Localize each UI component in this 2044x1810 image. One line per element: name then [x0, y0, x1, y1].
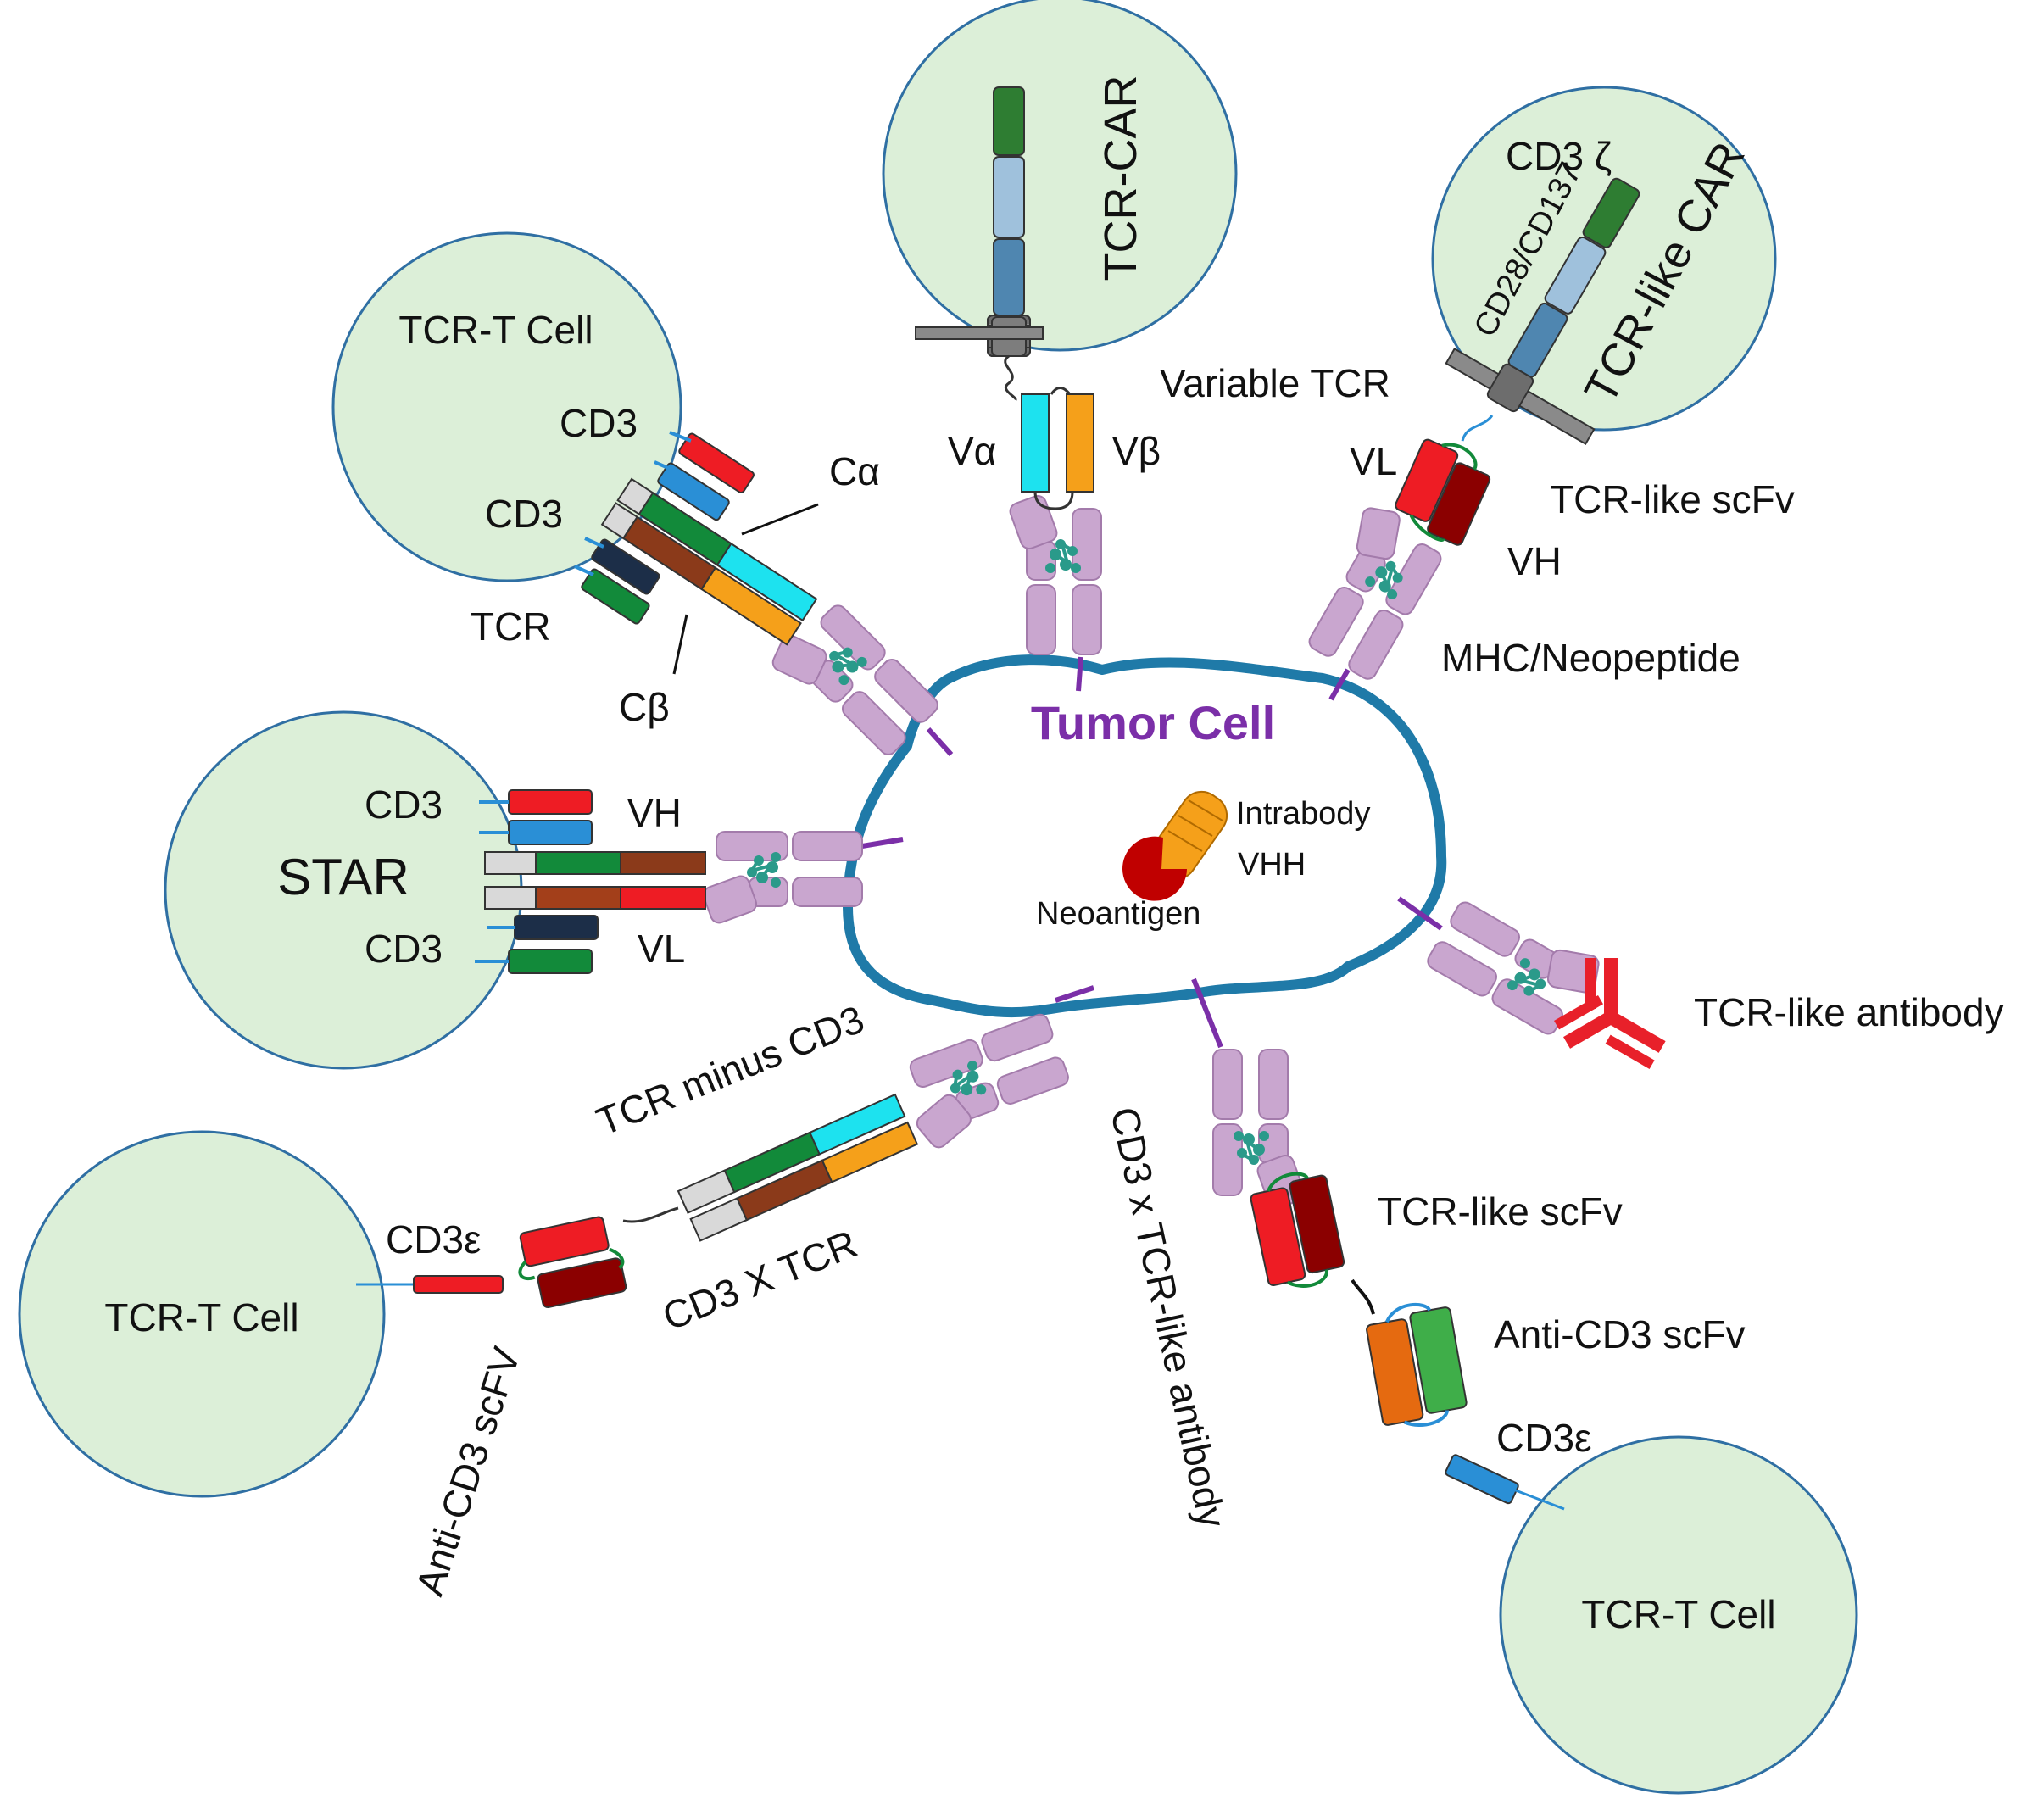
cd3-zeta-label: CD3 ζ — [1506, 134, 1612, 178]
star-receptor: CD3 CD3 VH VL — [365, 782, 706, 974]
mhc-complex-top-right — [1288, 493, 1454, 684]
star-label: STAR — [277, 849, 409, 905]
star-cell: STAR — [164, 710, 523, 1070]
intrabody-label: Intrabody — [1236, 796, 1370, 832]
tcr-like-scfv-label: TCR-like scFv — [1378, 1189, 1623, 1234]
cell-label: TCR-T Cell — [398, 308, 593, 352]
mhc-complex-bottom-left — [892, 1011, 1079, 1157]
star-vl-label: VL — [638, 927, 685, 971]
v-beta-label: Vβ — [1112, 429, 1161, 473]
vl-label: VL — [1350, 439, 1397, 483]
mhc-complex-right — [1423, 881, 1613, 1047]
tcr-t-receptor: CD3 CD3 Cα TCR Cβ — [471, 401, 880, 729]
star-vh-label: VH — [627, 791, 682, 835]
neoantigen-label: Neoantigen — [1036, 896, 1200, 932]
c-beta-label: Cβ — [619, 685, 670, 729]
mhc-complex-top — [1005, 492, 1103, 656]
cd3-x-tcr-label: CD3 X TCR — [656, 1221, 863, 1339]
tcr-t-cell-bottom-left: TCR-T Cell — [18, 1130, 386, 1498]
tumor-cell-label: Tumor Cell — [1031, 696, 1275, 749]
v-alpha-label: Vα — [948, 429, 996, 473]
tcr-t-cell-top-left: TCR-T Cell — [331, 231, 682, 582]
tcr-car-membrane — [915, 326, 1044, 340]
cd3-x-tcr-engager: CD3ε TCR minus CD3 CD3 X TCR Anti-CD3 sc… — [356, 997, 919, 1601]
tcr-car-extracellular: Vα Vβ Variable TCR — [948, 354, 1390, 510]
c-alpha-label: Cα — [829, 449, 880, 493]
cell-label: TCR-T Cell — [1581, 1592, 1775, 1636]
tcr-car-cell: TCR-CAR — [882, 0, 1238, 352]
cd3-label: CD3 — [485, 492, 563, 536]
anti-cd3-scfv-label: Anti-CD3 scFv — [1494, 1312, 1745, 1356]
vhh-label: VHH — [1238, 847, 1306, 883]
neoantigen: Neoantigen — [1036, 836, 1200, 932]
tcr-car-label: TCR-CAR — [1095, 75, 1146, 281]
tcr-like-antibody: TCR-like antibody — [1554, 958, 2004, 1069]
tcr-like-scfv-label: TCR-like scFv — [1550, 477, 1795, 521]
cd3-epsilon-label: CD3ε — [1496, 1416, 1592, 1460]
mhc-neopeptide-label: MHC/Neopeptide — [1441, 636, 1740, 680]
tcr-t-cell-bottom-right: TCR-T Cell — [1499, 1435, 1858, 1795]
tcr-like-antibody-label: TCR-like antibody — [1694, 990, 2004, 1034]
tcr-minus-cd3-label: TCR minus CD3 — [590, 997, 870, 1144]
variable-tcr-label: Variable TCR — [1160, 361, 1390, 405]
vh-label: VH — [1507, 539, 1562, 583]
mhc-complex-left — [699, 830, 864, 927]
mhc-anchors — [851, 656, 1443, 1049]
star-cd3-top-label: CD3 — [365, 782, 443, 827]
cd3-label: CD3 — [560, 401, 638, 445]
tcr-label: TCR — [471, 604, 551, 649]
intrabody-vhh: Intrabody VHH — [1150, 790, 1370, 883]
tumor-cell: Tumor Cell — [843, 654, 1447, 1018]
anti-cd3-scfv-label: Anti-CD3 scFV — [407, 1341, 529, 1601]
cell-label: TCR-T Cell — [104, 1295, 298, 1339]
star-cd3-bottom-label: CD3 — [365, 927, 443, 971]
cd3-epsilon-label: CD3ε — [386, 1217, 482, 1261]
